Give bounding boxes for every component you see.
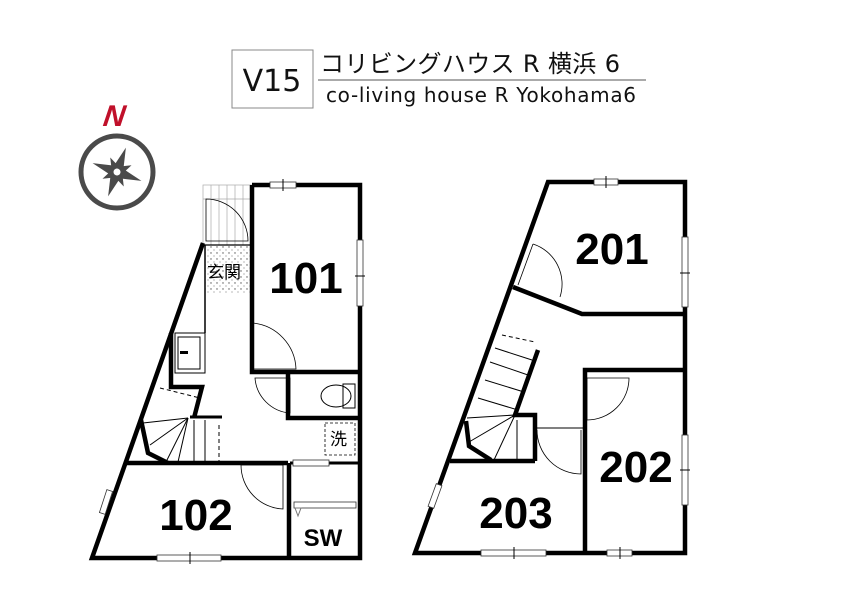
room-102-label: 102 xyxy=(159,491,232,540)
compass-rose-icon xyxy=(92,147,142,197)
storage-label: SW xyxy=(304,525,343,552)
windows-2f xyxy=(427,176,690,559)
code-box xyxy=(231,49,314,109)
washer-space xyxy=(324,422,356,456)
washer-label: 洗 xyxy=(330,430,347,450)
outer-wall-2f xyxy=(411,179,688,556)
room-202-door xyxy=(586,377,630,421)
compass-ring xyxy=(78,133,156,211)
entry-porch xyxy=(202,184,253,246)
room-202-label: 202 xyxy=(599,443,672,492)
toilet-door xyxy=(254,377,291,414)
north-label: N xyxy=(101,100,129,133)
room-201-door xyxy=(532,243,563,298)
entrance-label: 玄関 xyxy=(207,263,241,283)
entry-door xyxy=(205,198,249,242)
kitchen-wall xyxy=(168,333,205,419)
outer-wall-1f xyxy=(88,182,363,561)
toilet-wall xyxy=(285,372,360,421)
windows-1f xyxy=(98,179,365,564)
room-201-wall xyxy=(512,284,685,317)
room-202-wall xyxy=(582,367,685,553)
title-japanese: コリビングハウス R 横浜 6 xyxy=(320,50,620,78)
staircase-1f xyxy=(138,387,222,466)
room-201-label: 201 xyxy=(575,225,648,274)
entrance-area xyxy=(205,245,250,293)
staircase-2f xyxy=(463,334,541,462)
floor-1: 玄関 101 洗 xyxy=(88,179,365,564)
room-102-door xyxy=(240,464,284,510)
room-101-door xyxy=(252,322,297,370)
room-203-door xyxy=(536,429,582,475)
floor-2: 201 202 203 xyxy=(411,176,690,559)
header: V15 コリビングハウス R 横浜 6 co-living house R Yo… xyxy=(231,49,646,109)
title-english: co-living house R Yokohama6 xyxy=(326,83,636,107)
sink-icon xyxy=(174,332,206,374)
closet-rod xyxy=(293,501,357,509)
room-203-label: 203 xyxy=(479,489,552,538)
compass: N xyxy=(78,100,156,211)
room-101-wall xyxy=(249,185,360,375)
toilet-icon xyxy=(320,383,356,409)
hanger-icon xyxy=(294,507,302,518)
room-101-label: 101 xyxy=(269,254,342,303)
property-code: V15 xyxy=(243,64,302,99)
